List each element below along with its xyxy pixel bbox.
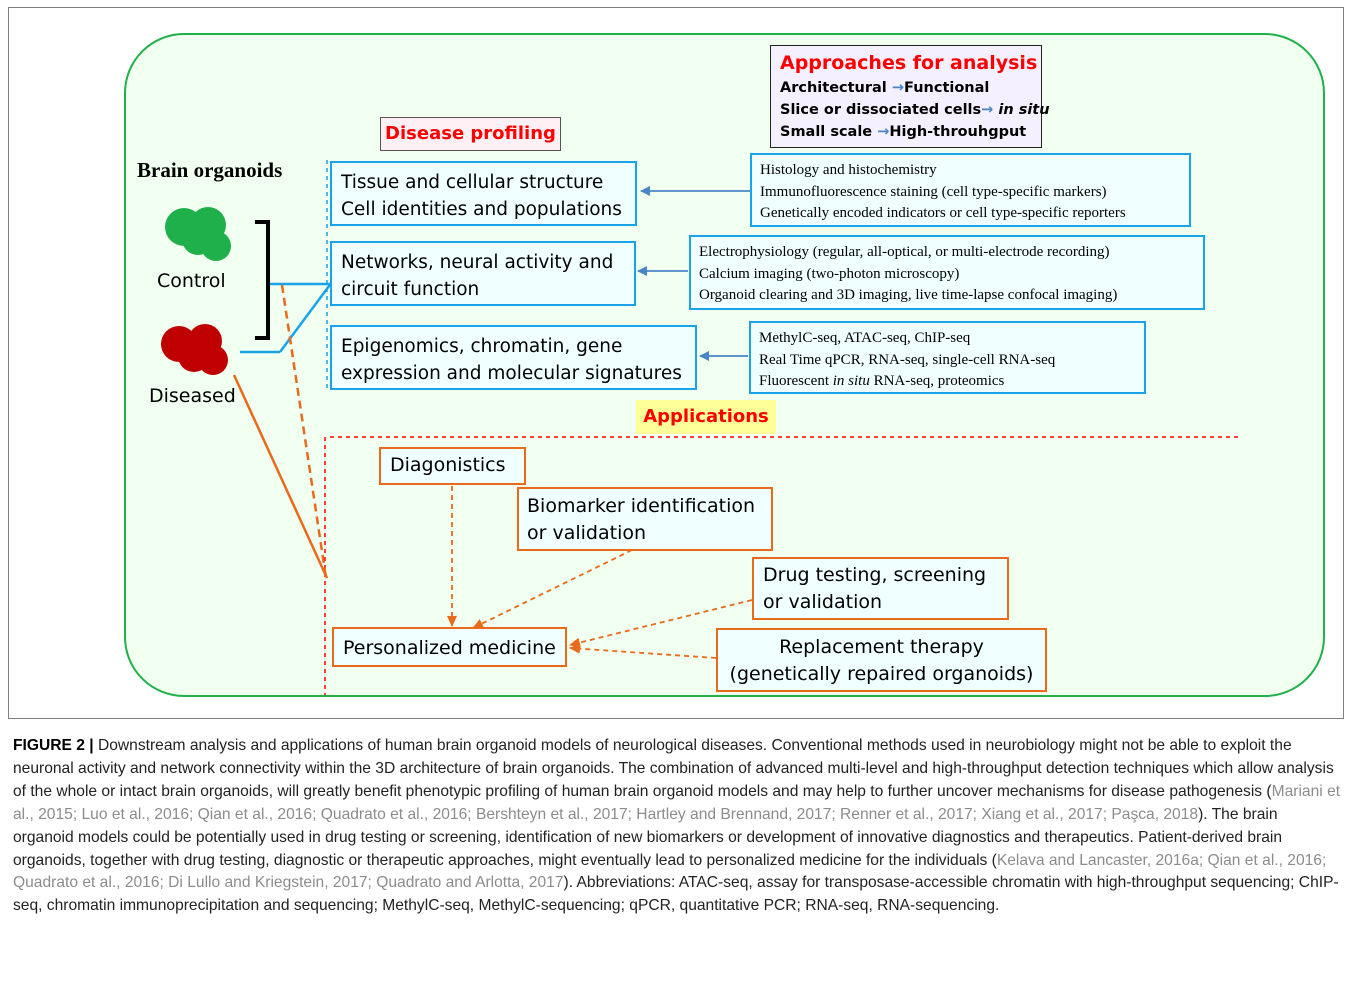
biomarker-line: Biomarker identification [527,495,756,517]
method-line: Organoid clearing and 3D imaging, live t… [699,287,1118,303]
approach-left: Architectural [780,80,887,96]
method-line: Fluorescent in situ RNA-seq, proteomics [759,371,1144,393]
method-line: MethylC-seq, ATAC-seq, ChIP-seq [759,330,971,346]
caption-refs[interactable]: Mariani et al., 2015; Luo et al., 2016; … [13,782,1341,823]
profile-box: Epigenomics, chromatin, gene expression … [330,325,697,390]
method-box: MethylC-seq, ATAC-seq, ChIP-seq Real Tim… [749,321,1146,394]
arrow-right-icon: → [981,102,994,118]
approach-row: Architectural →Functional [780,80,989,96]
profile-line: expression and molecular signatures [341,363,682,384]
drug-testing-box: Drug testing, screening or validation [752,557,1009,620]
method-line: Real Time qPCR, RNA-seq, single-cell RNA… [759,351,1056,368]
approach-right: in situ [998,102,1050,118]
applications-label: Applications [636,400,776,434]
biomarker-line: or validation [527,522,647,544]
method-text: Fluorescent [759,373,833,389]
method-line: Histology and histochemistry [760,162,937,178]
control-organoid-icon [165,207,231,261]
caption-refs[interactable]: Kelava and Lancaster, 2016a; Qian et al.… [13,851,1327,892]
control-label: Control [157,270,226,292]
biomarker-box: Biomarker identification or validation [517,487,773,551]
diseased-organoid-icon [161,324,228,375]
approach-right: Functional [904,80,990,96]
arrow-right-icon: → [877,124,890,140]
method-line: Electrophysiology (regular, all-optical,… [699,244,1110,260]
arrow-right-icon: → [891,80,905,96]
diseased-label: Diseased [149,385,236,407]
diagnostics-box: Diagonistics [379,447,526,485]
approaches-title: Approaches for analysis [780,52,1038,74]
caption-text: Downstream analysis and applications of … [13,737,1334,800]
approach-row: Small scale →High-throuhgput [780,124,1026,140]
profile-box: Tissue and cellular structure Cell ident… [330,161,637,226]
profile-box: Networks, neural activity and circuit fu… [330,241,636,306]
replacement-therapy-box: Replacement therapy (genetically repaire… [716,628,1047,692]
profile-line: Networks, neural activity and [341,252,614,273]
personalized-medicine-box: Personalized medicine [332,627,567,667]
method-line: Genetically encoded indicators or cell t… [760,205,1126,221]
caption-text: ). The brain organoid models could be po… [13,805,1283,869]
approach-right: High-throuhgput [889,124,1027,140]
replacement-line: (genetically repaired organoids) [729,663,1034,685]
approach-left: Slice or dissociated cells [780,102,982,118]
profile-line: Epigenomics, chromatin, gene [341,336,623,357]
replacement-line: Replacement therapy [779,636,984,658]
connector-lines [232,160,1238,695]
method-box: Electrophysiology (regular, all-optical,… [689,235,1205,310]
profile-line: Tissue and cellular structure [341,172,604,193]
profile-line: circuit function [341,279,480,300]
profile-line: Cell identities and populations [341,199,622,220]
figure-label: FIGURE 2 | [13,737,94,754]
disease-profiling-label: Disease profiling [380,117,561,151]
method-box: Histology and histochemistry Immunofluor… [750,153,1191,227]
method-text-italic: in situ [832,373,870,389]
figure-frame [8,7,1344,719]
group-bracket [255,220,270,340]
approach-left: Small scale [780,124,873,140]
drug-testing-line: Drug testing, screening [763,564,987,586]
method-line: Immunofluorescence staining (cell type-s… [760,183,1107,200]
method-line: Calcium imaging (two-photon microscopy) [699,265,960,282]
brain-organoids-title: Brain organoids [137,158,283,182]
method-text: RNA-seq, proteomics [869,373,1005,389]
approach-row: Slice or dissociated cells→ in situ [780,102,1050,118]
caption-text: ). Abbreviations: ATAC-seq, assay for tr… [13,874,1339,915]
drug-testing-line: or validation [763,591,883,613]
approaches-box: Approaches for analysis Architectural →F… [770,45,1050,148]
figure-caption: FIGURE 2 | Downstream analysis and appli… [13,735,1341,918]
